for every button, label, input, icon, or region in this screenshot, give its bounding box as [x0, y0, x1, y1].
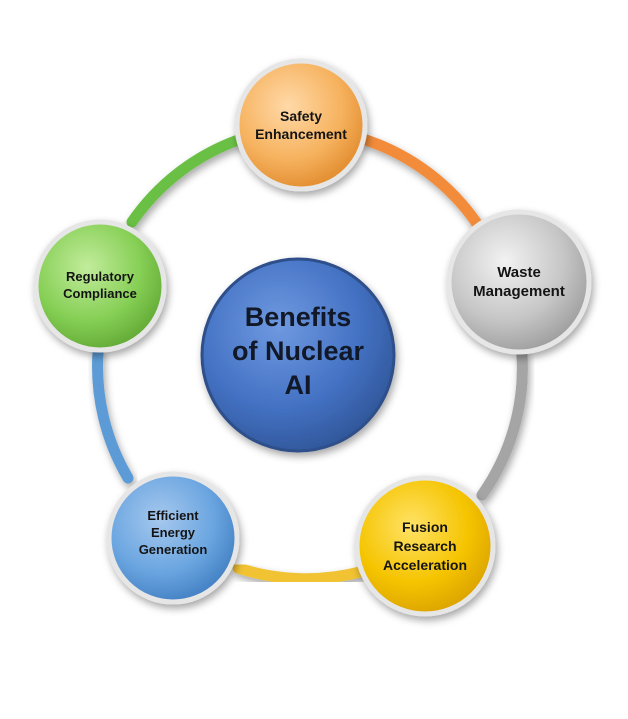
node-circle — [446, 209, 592, 355]
center-node: Benefits of Nuclear AI — [200, 257, 396, 453]
node-label-line: Generation — [139, 542, 208, 557]
node-regulatory-compliance: Regulatory Compliance — [33, 219, 167, 353]
node-safety-enhancement: Safety Enhancement — [234, 58, 368, 192]
node-label-line: Safety — [280, 108, 322, 124]
node-label-line: Waste — [497, 264, 541, 281]
arc-waste-to-fusion — [476, 349, 528, 501]
center-circle — [200, 257, 396, 453]
center-title-line-3: AI — [285, 370, 312, 400]
node-label-line: Compliance — [63, 286, 137, 301]
node-label-line: Management — [473, 283, 565, 300]
node-label-line: Regulatory — [66, 269, 135, 284]
node-label-line: Efficient — [147, 508, 199, 523]
node-label-line: Acceleration — [383, 557, 467, 573]
node-label-line: Fusion — [402, 519, 448, 535]
center-title-line-2: of Nuclear — [232, 336, 365, 366]
node-efficient-energy-generation: Efficient Energy Generation — [106, 471, 240, 605]
node-label-line: Enhancement — [255, 126, 347, 142]
node-circle — [354, 475, 496, 617]
arc-energy-to-regulatory — [92, 346, 134, 484]
arc-safety-to-waste — [360, 134, 484, 231]
node-fusion-research-acceleration: Fusion Research Acceleration — [354, 475, 496, 617]
node-waste-management: Waste Management — [446, 209, 592, 355]
node-circle — [234, 58, 368, 192]
ring-connectors — [92, 134, 528, 585]
node-label-line: Energy — [151, 525, 196, 540]
node-circle — [33, 219, 167, 353]
node-label-line: Research — [393, 538, 456, 554]
arc-fusion-to-energy — [232, 562, 366, 585]
center-title-line-1: Benefits — [245, 302, 352, 332]
node-circle — [106, 471, 240, 605]
arc-regulatory-to-safety — [126, 134, 244, 228]
